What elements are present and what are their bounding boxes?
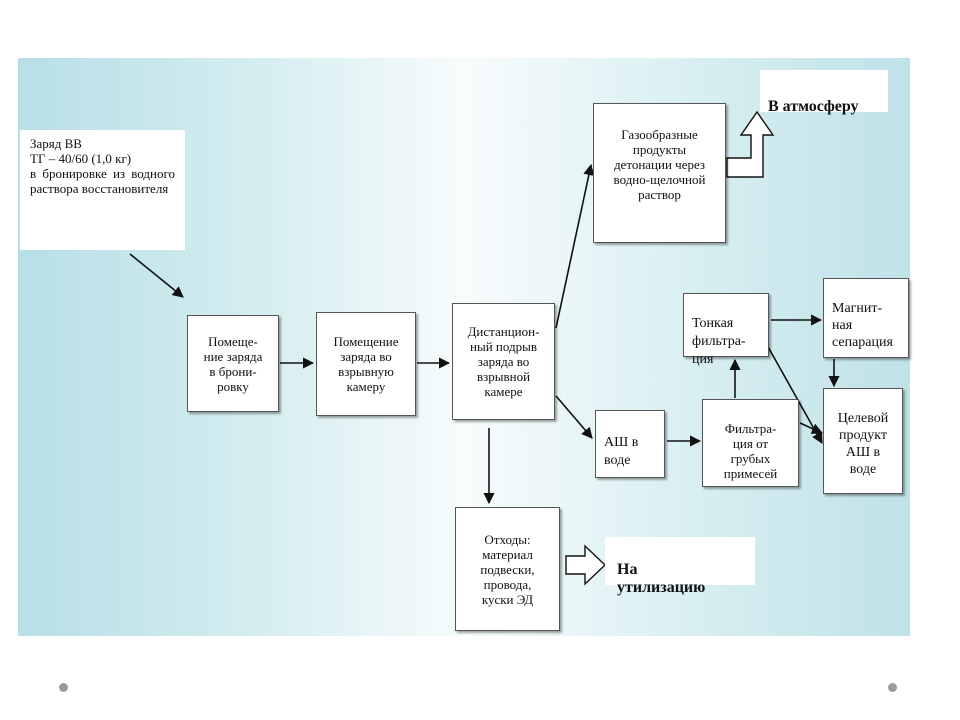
slide-dot-left <box>59 683 68 692</box>
node-atmosphere: В атмосферу <box>760 70 888 115</box>
arrow-detonation-to-gases <box>555 163 595 329</box>
node-target: Целевой продукт АШ в воде <box>823 388 903 494</box>
node-coarse-filter: Фильтра- ция от грубых примесей <box>702 399 799 487</box>
node-armor: Помеще- ние заряда в брони- ровку <box>187 315 279 412</box>
node-disposal: На утилизацию <box>605 537 755 596</box>
node-atmosphere-text: В атмосферу <box>768 98 859 115</box>
node-detonation-text: Дистанцион- ный подрыв заряда во взрывно… <box>467 324 540 399</box>
hollow-arrow-to-disposal <box>565 544 607 586</box>
node-target-text: Целевой продукт АШ в воде <box>837 411 889 477</box>
node-charge: Заряд ВВ ТГ – 40/60 (1,0 кг) в бронировк… <box>20 130 185 250</box>
arrow-fine-to-target <box>766 344 823 444</box>
node-waste: Отходы: материал подвески, провода, куск… <box>455 507 560 631</box>
node-ash-water-text: АШ в воде <box>604 435 639 468</box>
arrow-charge-to-armor <box>129 253 184 298</box>
arrow-detonation-to-ash <box>555 395 593 439</box>
node-disposal-text: На утилизацию <box>617 561 706 596</box>
node-gases: Газообразные продукты детонации через во… <box>593 103 726 243</box>
hollow-arrow-to-atmosphere <box>726 110 775 178</box>
arrow-coarse-to-target <box>799 422 824 434</box>
node-waste-text: Отходы: материал подвески, провода, куск… <box>480 531 535 607</box>
node-coarse-filter-text: Фильтра- ция от грубых примесей <box>723 421 778 481</box>
node-detonation: Дистанцион- ный подрыв заряда во взрывно… <box>452 303 555 420</box>
node-gases-text: Газообразные продукты детонации через во… <box>613 127 706 202</box>
node-magnetic-text: Магнит- ная сепарация <box>832 301 893 350</box>
node-chamber-text: Помещение заряда во взрывную камеру <box>333 334 399 394</box>
node-ash-water: АШ в воде <box>595 410 665 478</box>
node-magnetic: Магнит- ная сепарация <box>823 278 909 358</box>
node-chamber: Помещение заряда во взрывную камеру <box>316 312 416 416</box>
node-armor-text: Помеще- ние заряда в брони- ровку <box>203 333 263 394</box>
node-fine-filter: Тонкая фильтра- ция <box>683 293 769 367</box>
node-fine-filter-text: Тонкая фильтра- ция <box>692 316 746 367</box>
slide-dot-right <box>888 683 897 692</box>
node-charge-text: Заряд ВВ ТГ – 40/60 (1,0 кг) в бронировк… <box>30 136 175 196</box>
